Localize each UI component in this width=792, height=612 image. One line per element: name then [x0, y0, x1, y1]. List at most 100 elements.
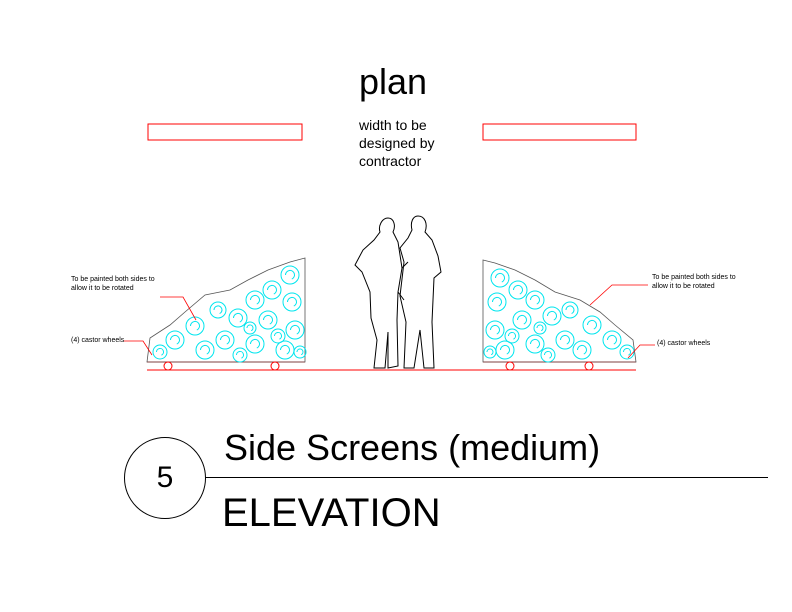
- castor-wheel: [163, 361, 173, 371]
- rose-swirl: [512, 310, 532, 330]
- rose-swirl-inner: [232, 312, 243, 323]
- rose-swirl: [275, 340, 295, 360]
- rose-swirl: [215, 330, 235, 350]
- rose-swirl-inner: [199, 344, 210, 355]
- rose-swirl-inner: [529, 338, 540, 349]
- rose-swirl: [232, 347, 248, 363]
- castor-wheel: [270, 361, 280, 371]
- plan-width-note: width to be designed by contractor: [359, 117, 435, 169]
- rose-swirl: [542, 306, 562, 326]
- paint-note-left: To be painted both sides to allow it to …: [71, 276, 155, 292]
- rose-swirl: [555, 330, 575, 350]
- rose-swirl: [282, 292, 302, 312]
- rose-swirl-inner: [494, 272, 505, 283]
- rose-swirl-inner: [262, 314, 273, 325]
- rose-swirl-inner: [189, 320, 200, 331]
- rose-swirl-inner: [536, 324, 544, 332]
- rose-swirl: [483, 345, 497, 359]
- rose-swirl: [572, 340, 592, 360]
- rose-swirl-inner: [529, 294, 540, 305]
- rose-swirl: [495, 340, 515, 360]
- rose-swirl-inner: [296, 348, 304, 356]
- rose-swirl-inner: [289, 324, 300, 335]
- rose-swirl: [525, 334, 545, 354]
- human-figures: [354, 215, 442, 369]
- castor-wheel: [505, 361, 515, 371]
- plan-title: plan: [359, 61, 428, 102]
- plan-screen-left: [147, 123, 303, 141]
- rose-swirl-inner: [249, 338, 260, 349]
- rose-swirl-inner: [543, 350, 552, 359]
- rose-swirl-inner: [235, 350, 244, 359]
- rose-swirl-inner: [286, 296, 297, 307]
- castor-note-left: (4) castor wheels: [71, 337, 125, 344]
- rose-swirl: [285, 320, 305, 340]
- rose-swirl: [602, 330, 622, 350]
- drawing-number-circle: 5: [124, 437, 206, 519]
- rose-swirl-inner: [273, 331, 282, 340]
- rose-swirl: [185, 316, 205, 336]
- rose-swirl: [487, 292, 507, 312]
- castor-wheel: [584, 361, 594, 371]
- rose-swirl: [245, 334, 265, 354]
- rose-swirl-inner: [246, 324, 254, 332]
- rose-swirl: [152, 344, 168, 360]
- side-screen-right: [482, 259, 637, 363]
- rose-swirl: [195, 340, 215, 360]
- rose-swirl: [490, 268, 510, 288]
- rose-swirl-inner: [266, 284, 277, 295]
- rose-swirl-inner: [606, 334, 617, 345]
- rose-swirl-inner: [284, 269, 295, 280]
- rose-swirl-inner: [507, 331, 516, 340]
- paint-note-right: To be painted both sides to allow it to …: [652, 274, 736, 290]
- rose-swirl: [258, 310, 278, 330]
- rose-swirl: [209, 301, 227, 319]
- rose-swirl-inner: [491, 296, 502, 307]
- rose-swirl-inner: [169, 334, 180, 345]
- rose-swirl: [540, 347, 556, 363]
- rose-swirl: [293, 345, 307, 359]
- rose-swirl: [243, 321, 257, 335]
- rose-swirl-inner: [499, 344, 510, 355]
- rose-pattern-left: [152, 265, 307, 363]
- rose-swirl-inner: [516, 314, 527, 325]
- leader-paint-left: [160, 296, 197, 321]
- drawing-title: Side Screens (medium): [224, 427, 601, 468]
- rose-swirl: [485, 320, 505, 340]
- rose-swirl: [525, 290, 545, 310]
- rose-swirl-inner: [565, 305, 575, 315]
- castor-note-right: (4) castor wheels: [657, 340, 711, 347]
- rose-swirl-inner: [559, 334, 570, 345]
- rose-swirl: [165, 330, 185, 350]
- rose-swirl: [270, 328, 286, 344]
- rose-swirl: [280, 265, 300, 285]
- leader-castor-right: [627, 344, 655, 359]
- plan-screen-right: [482, 123, 637, 141]
- rose-swirl-inner: [155, 347, 164, 356]
- rose-swirl-inner: [213, 305, 223, 315]
- leader-castor-left: [124, 340, 153, 356]
- title-rule: [205, 477, 768, 478]
- rose-swirl-inner: [586, 319, 597, 330]
- rose-swirl-inner: [249, 294, 260, 305]
- rose-swirl-inner: [489, 324, 500, 335]
- rose-swirl: [245, 290, 265, 310]
- leader-paint-right: [589, 284, 648, 306]
- rose-swirl: [508, 280, 528, 300]
- side-screen-left: [146, 257, 307, 363]
- rose-swirl-inner: [279, 344, 290, 355]
- rose-swirl-inner: [576, 344, 587, 355]
- rose-swirl-inner: [219, 334, 230, 345]
- rose-swirl-inner: [512, 284, 523, 295]
- rose-swirl: [504, 328, 520, 344]
- rose-swirl-inner: [546, 310, 557, 321]
- rose-swirl: [619, 344, 635, 360]
- rose-swirl: [533, 321, 547, 335]
- rose-swirl-inner: [622, 347, 631, 356]
- rose-swirl: [262, 280, 282, 300]
- rose-pattern-right: [483, 268, 635, 363]
- rose-swirl: [228, 308, 248, 328]
- drawing-subtitle: ELEVATION: [222, 491, 441, 535]
- rose-swirl-inner: [486, 348, 494, 356]
